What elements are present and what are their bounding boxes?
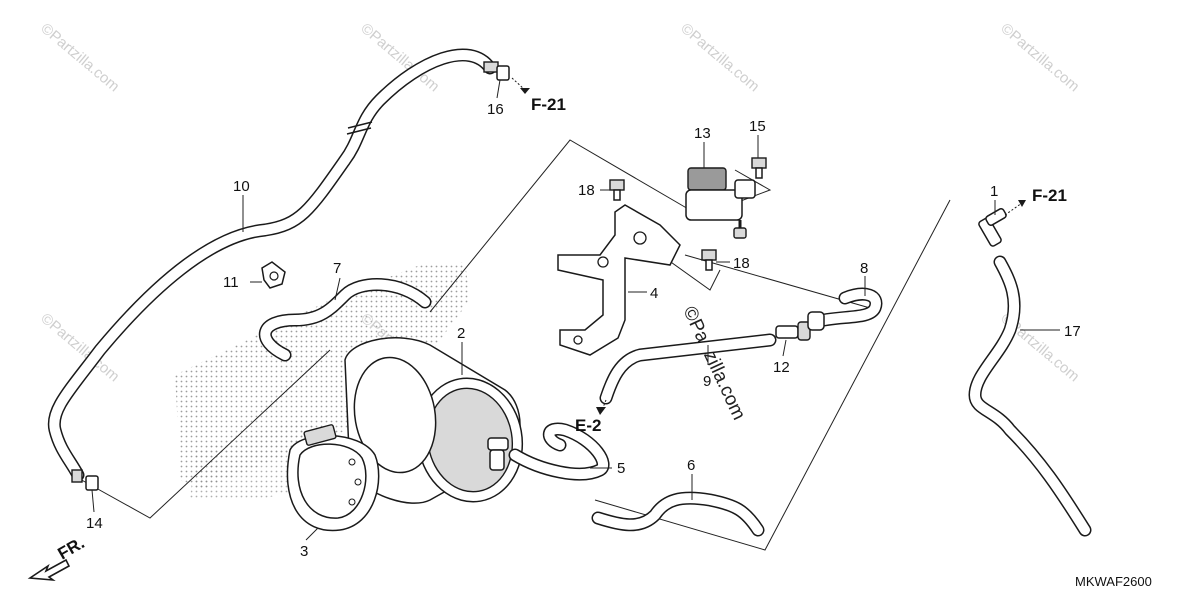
hose-8 — [807, 287, 883, 331]
callout-17: 17 — [1064, 323, 1081, 340]
leader-lines — [91, 79, 1060, 541]
callout-3: 3 — [300, 543, 308, 560]
joint-12 — [775, 321, 811, 341]
bolt-18-upper — [609, 179, 625, 201]
watermark: ©Partzilla.com — [997, 20, 1082, 95]
watermark: ©Partzilla.com — [37, 20, 122, 95]
reference-arrows — [511, 77, 1026, 415]
clamp-16 — [496, 65, 510, 81]
front-direction-arrow: FR. — [27, 533, 88, 582]
callout-8: 8 — [860, 260, 868, 277]
clamp-14 — [71, 469, 99, 491]
callout-7: 7 — [333, 260, 341, 277]
callouts: 1 2 3 4 5 6 7 8 9 10 11 12 13 14 15 16 1… — [86, 101, 1081, 560]
canister-2 — [344, 337, 524, 504]
callout-13: 13 — [694, 125, 711, 142]
t-joint-1 — [978, 208, 1007, 247]
ref-f21-right: F-21 — [1032, 186, 1067, 205]
clip-11 — [261, 261, 286, 289]
callout-2: 2 — [457, 325, 465, 342]
diagram-code: MKWAF2600 — [1075, 574, 1152, 589]
solenoid-valve-13 — [685, 167, 756, 239]
engine-shading — [175, 262, 470, 490]
callout-18-lower: 18 — [733, 255, 750, 272]
hose-17 — [968, 255, 1092, 537]
callout-14: 14 — [86, 515, 103, 532]
callout-4: 4 — [650, 285, 658, 302]
front-direction-label: FR. — [55, 533, 88, 563]
callout-16: 16 — [487, 101, 504, 118]
ref-e2: E-2 — [575, 416, 601, 435]
bolt-15 — [751, 157, 767, 179]
callout-5: 5 — [617, 460, 625, 477]
ref-f21-top: F-21 — [531, 95, 566, 114]
callout-10: 10 — [233, 178, 250, 195]
watermark: ©Partzilla.com — [677, 20, 762, 95]
callout-11: 11 — [223, 274, 239, 291]
watermark-center: ©Partzilla.com — [678, 303, 749, 423]
hose-10 — [47, 48, 499, 482]
callout-1: 1 — [990, 183, 998, 200]
hose-9 — [599, 333, 777, 405]
bolt-18-lower — [701, 249, 717, 271]
band-3 — [286, 424, 380, 532]
hose-7 — [258, 278, 432, 362]
section-references: F-21 F-21 E-2 — [531, 95, 1067, 435]
callout-6: 6 — [687, 457, 695, 474]
callout-9: 9 — [703, 373, 711, 390]
callout-15: 15 — [749, 118, 766, 135]
hose-5 — [508, 422, 610, 481]
callout-12: 12 — [773, 359, 790, 376]
hose-6 — [591, 491, 765, 537]
bracket-4 — [557, 204, 681, 356]
callout-18-upper: 18 — [578, 182, 595, 199]
